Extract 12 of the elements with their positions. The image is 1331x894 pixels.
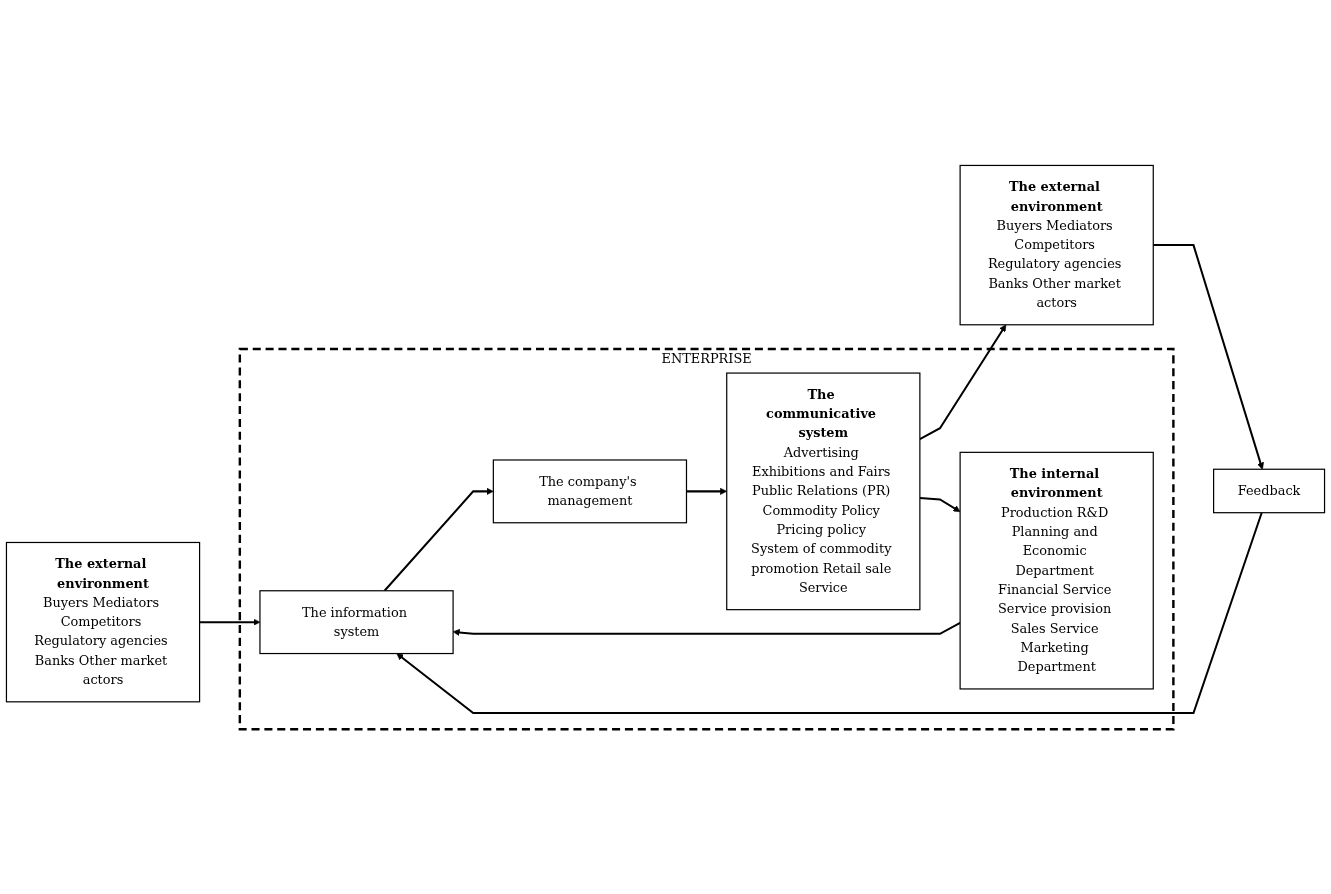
- node-box: The information system: [259, 589, 454, 654]
- arrow: [1153, 243, 1264, 470]
- node-box: The internal environment Production R&D Planning and Economic Department Financial Service Service provision Sales Service Marketing Department: [959, 451, 1154, 690]
- node-box: The company's management: [492, 459, 688, 524]
- node-box: The communicative system Advertising Exhibitions and Fairs Public Relations (PR) Commodity Policy Pricing policy System of commodity promotion Retail sale Service: [726, 372, 921, 610]
- arrow: [383, 487, 494, 592]
- arrow: [919, 324, 1007, 440]
- node-box: Feedback: [1213, 468, 1326, 513]
- node-box: The external environment Buyers Mediators Competitors Regulatory agencies Banks Other market actors: [5, 541, 201, 703]
- node-box: The external environment Buyers Mediators Competitors Regulatory agencies Banks Other market actors: [959, 164, 1154, 326]
- arrow: [919, 496, 961, 512]
- arrow: [396, 512, 1263, 714]
